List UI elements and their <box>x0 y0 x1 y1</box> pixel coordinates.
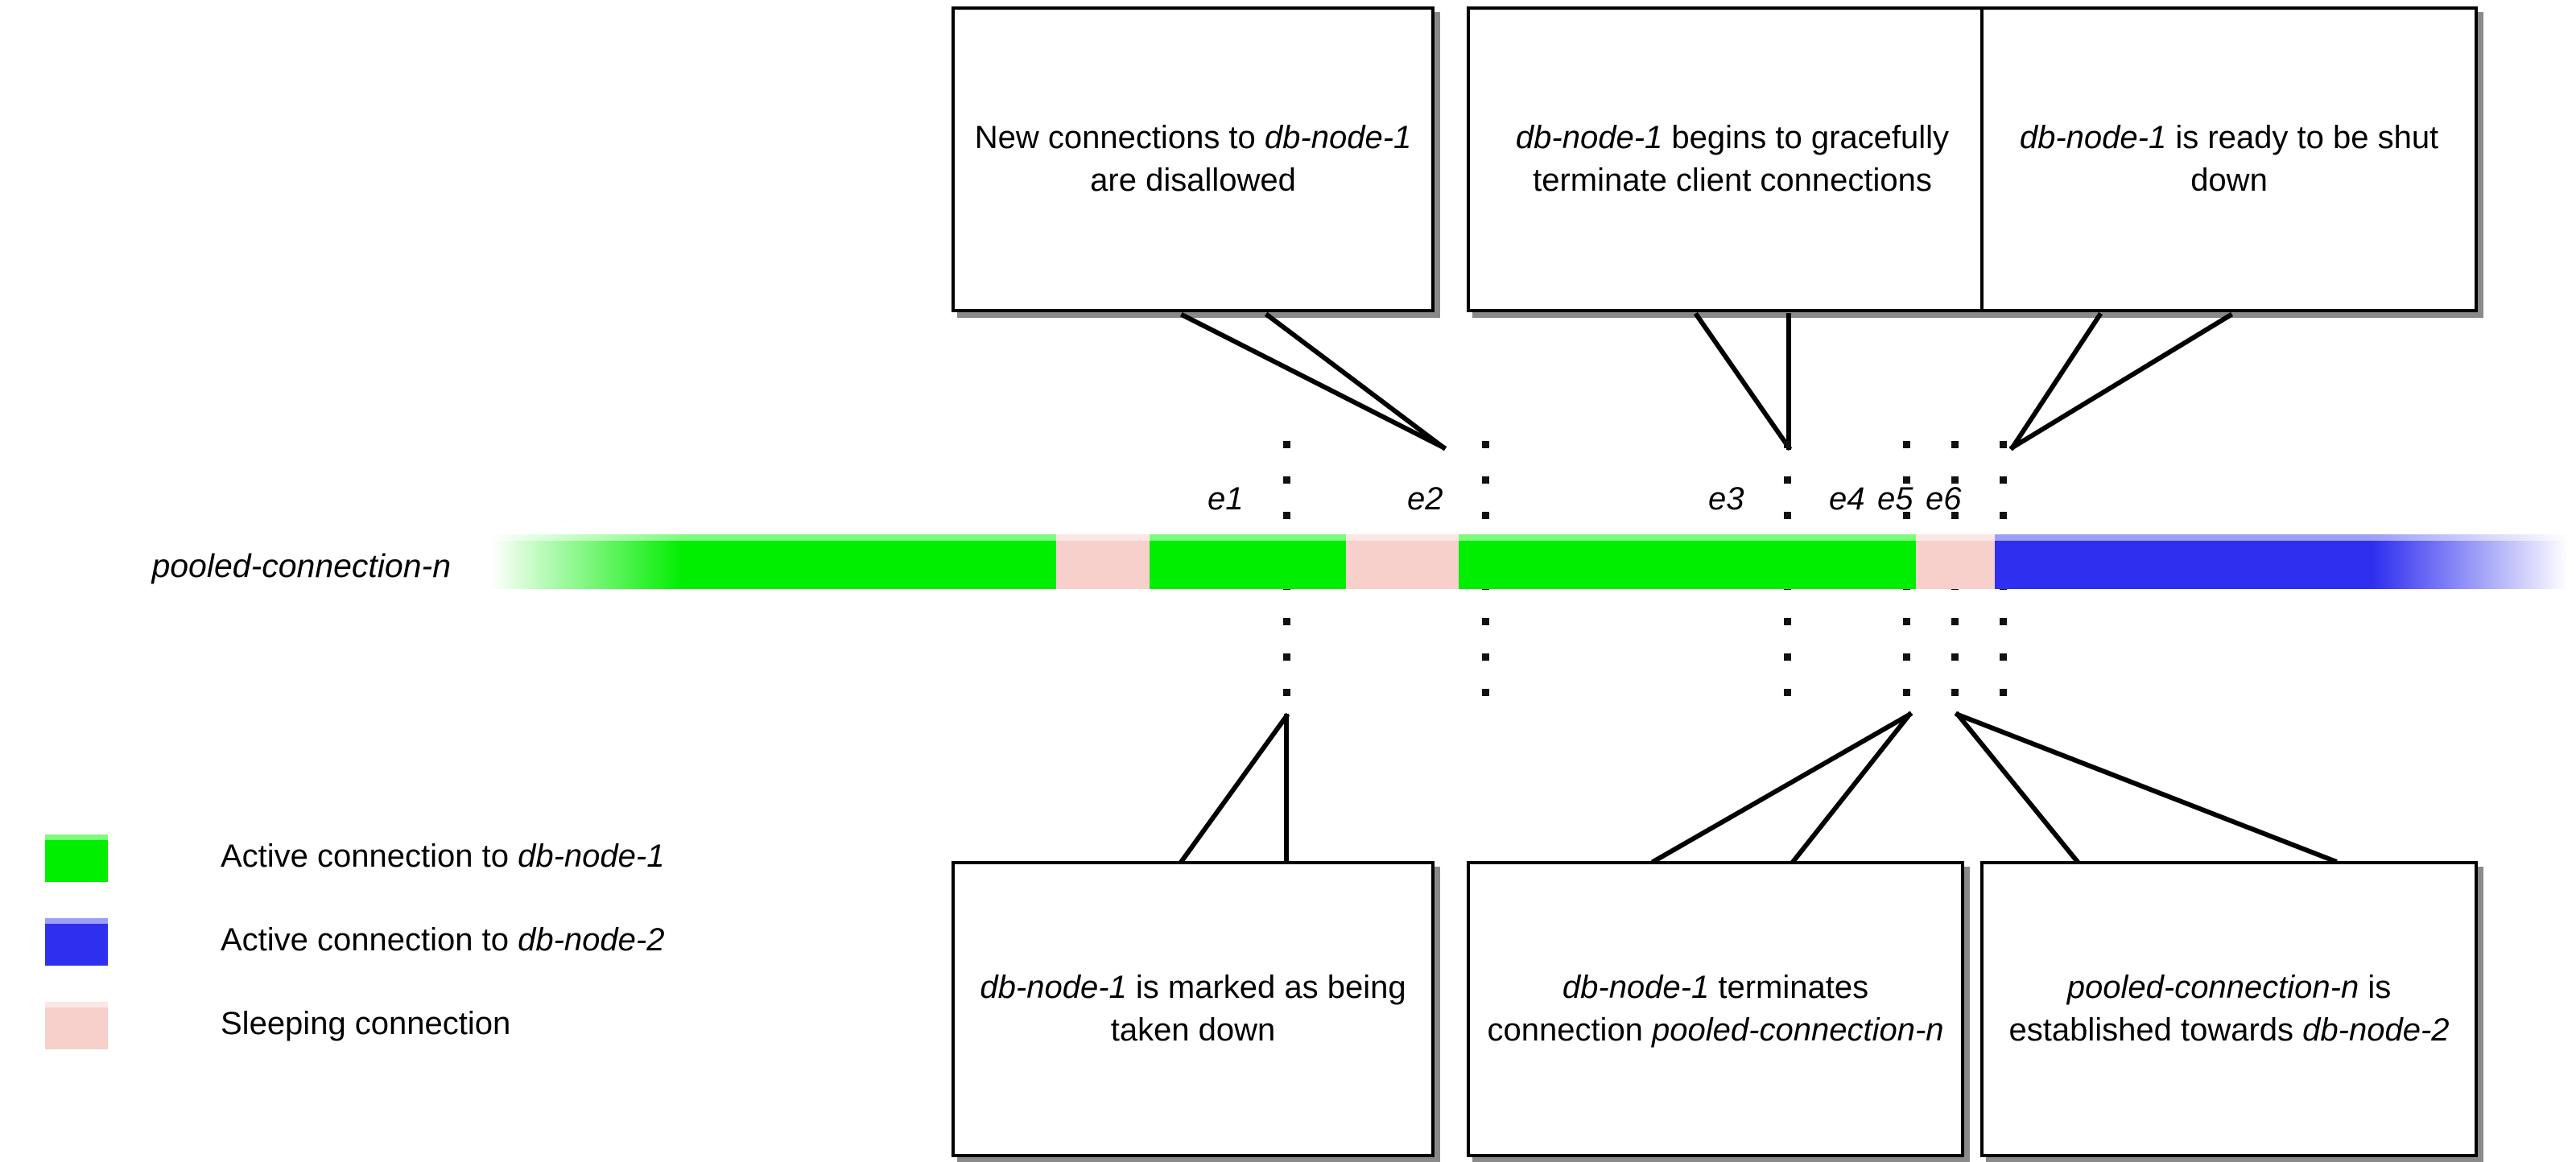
segment-green-3 <box>1459 541 1916 589</box>
event-label-e4: e4 <box>1829 481 1865 517</box>
segment-green-1 <box>491 541 1056 589</box>
callout-box-e1-e2: New connections to db-node-1 are disallo… <box>952 6 1435 312</box>
segment-blue <box>1995 541 2568 589</box>
segment-pink-1-highlight <box>1056 534 1150 541</box>
segment-pink-3-highlight <box>1916 534 1995 541</box>
segment-green-3-highlight <box>1459 534 1916 541</box>
callout-text-e4: db-node-1 terminates connection pooled-c… <box>1487 970 1944 1048</box>
callout-box-e1: db-node-1 is marked as being taken down <box>952 861 1435 1157</box>
callout-box-e5: pooled-connection-n is established towar… <box>1980 861 2478 1157</box>
event-label-e6: e6 <box>1926 481 1962 517</box>
callout-box-e3: db-node-1 begins to gracefully terminate… <box>1467 6 1998 312</box>
legend-label-pink: Sleeping connection <box>221 1006 511 1041</box>
legend-swatch-pink-icon <box>45 1002 108 1049</box>
segment-pink-2 <box>1346 541 1459 589</box>
segment-pink-2-highlight <box>1346 534 1459 541</box>
legend-label-blue: Active connection to db-node-2 <box>221 922 665 958</box>
timeline-bar <box>491 534 2568 589</box>
event-label-e3: e3 <box>1708 481 1744 517</box>
legend-swatch-blue-icon <box>45 918 108 966</box>
callout-box-e6: db-node-1 is ready to be shut down <box>1980 6 2478 312</box>
legend-swatch-green-icon <box>45 834 108 882</box>
event-label-e1: e1 <box>1208 481 1244 517</box>
callout-text-e1: db-node-1 is marked as being taken down <box>980 970 1406 1048</box>
segment-green-2 <box>1150 541 1346 589</box>
segment-green-2-highlight <box>1150 534 1346 541</box>
event-label-e5: e5 <box>1877 481 1913 517</box>
event-label-e2: e2 <box>1407 481 1443 517</box>
callout-text-e6: db-node-1 is ready to be shut down <box>2019 120 2439 198</box>
callout-text-e1-e2: New connections to db-node-1 are disallo… <box>974 120 1412 198</box>
callout-text-e3: db-node-1 begins to gracefully terminate… <box>1515 120 1950 198</box>
row-label-pooled-connection: pooled-connection-n <box>151 547 451 584</box>
legend-label-green: Active connection to db-node-1 <box>221 839 665 874</box>
callout-text-e5: pooled-connection-n is established towar… <box>2008 970 2450 1048</box>
callout-box-e4: db-node-1 terminates connection pooled-c… <box>1467 861 1964 1157</box>
segment-pink-3 <box>1916 541 1995 589</box>
segment-green-1-highlight <box>491 534 1056 541</box>
segment-pink-1 <box>1056 541 1150 589</box>
segment-blue-highlight <box>1995 534 2568 541</box>
